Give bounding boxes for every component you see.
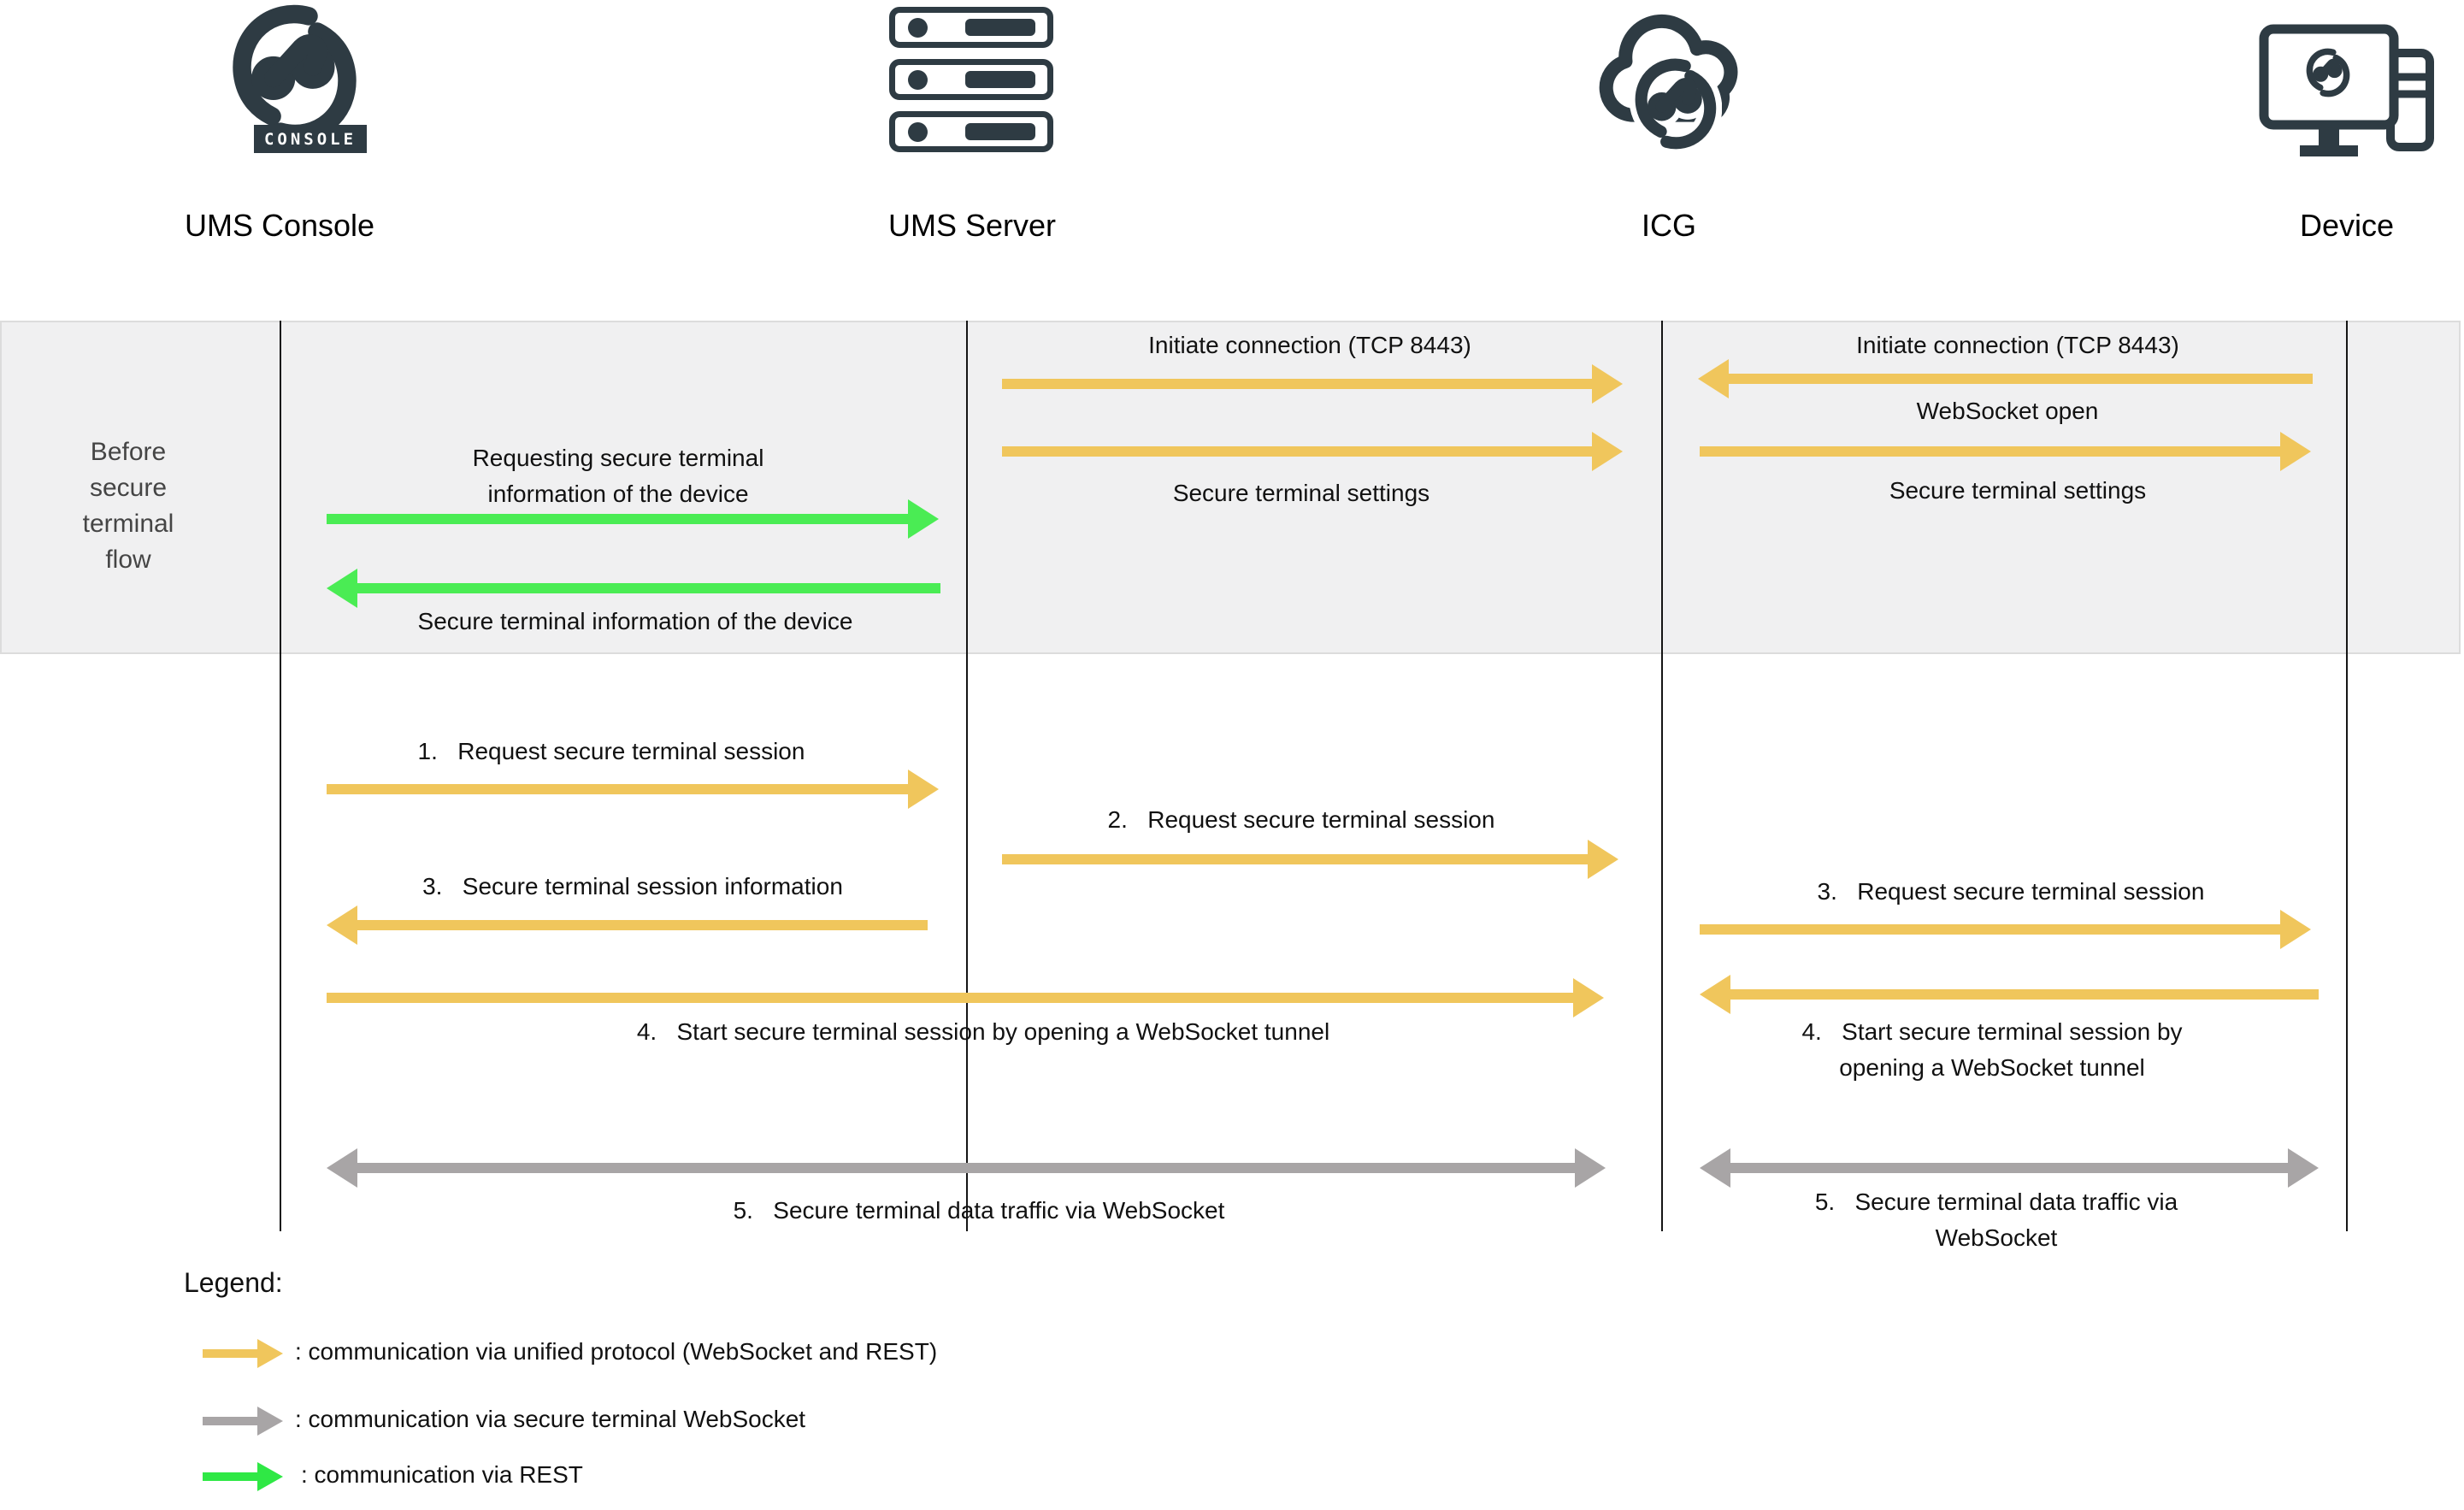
message-label-step4-right: 4. Start secure terminal session by open… — [1801, 1018, 2183, 1081]
arrow-initiate-connection-server-icg — [1002, 364, 1623, 404]
arrow-step4-console-icg — [327, 978, 1604, 1017]
message-label-step4-left: 4. Start secure terminal session by open… — [636, 1018, 1330, 1045]
message-label-websocket-open: WebSocket open — [1916, 398, 2099, 424]
arrow-secure-terminal-info — [327, 569, 940, 608]
actor-label-ums-console: UMS Console — [184, 208, 375, 243]
message-label-secure-terminal-settings-server-icg: Secure terminal settings — [1172, 480, 1430, 506]
legend-gray-arrow-icon — [203, 1407, 283, 1436]
legend-title: Legend: — [184, 1267, 283, 1298]
message-label-step2: 2. Request secure terminal session — [1107, 806, 1495, 833]
lifeline-ums-server — [966, 321, 968, 1231]
arrow-step5-device-icg — [1700, 1148, 2319, 1188]
legend-item-unified-protocol: : communication via unified protocol (We… — [295, 1338, 938, 1365]
message-label-step5-right: 5. Secure terminal data traffic via WebS… — [1814, 1189, 2178, 1251]
message-label-step1: 1. Request secure terminal session — [417, 738, 805, 764]
legend-item-rest: : communication via REST — [301, 1461, 583, 1488]
message-label-initiate-connection-server-icg: Initiate connection (TCP 8443) — [1148, 332, 1471, 358]
actor-label-ums-server: UMS Server — [887, 208, 1057, 243]
message-label-initiate-connection-device-icg: Initiate connection (TCP 8443) — [1856, 332, 2179, 358]
arrow-initiate-connection-device-icg — [1698, 359, 2313, 398]
arrow-step4-device-icg — [1700, 975, 2319, 1014]
actor-label-icg: ICG — [1641, 208, 1697, 243]
arrow-step1-console-server — [327, 770, 939, 809]
message-label-requesting-secure-terminal-info: Requesting secure terminal information o… — [472, 445, 764, 507]
message-label-step3-left: 3. Secure terminal session information — [422, 873, 843, 900]
legend-item-secure-terminal-websocket: : communication via secure terminal WebS… — [295, 1406, 806, 1432]
message-label-secure-terminal-info: Secure terminal information of the devic… — [417, 608, 853, 634]
lifeline-device — [2346, 321, 2348, 1231]
arrow-step2-server-icg — [1002, 840, 1618, 879]
server-rack-icon — [889, 7, 1053, 163]
arrow-step3-icg-device — [1700, 910, 2311, 949]
device-monitor-icon — [2259, 24, 2434, 156]
phase-label: Before secure terminal flow — [82, 438, 174, 574]
legend-green-arrow-icon — [203, 1462, 283, 1491]
ums-console-logo-icon — [224, 3, 365, 145]
lifeline-ums-console — [280, 321, 281, 1231]
message-label-secure-terminal-settings-icg-device: Secure terminal settings — [1889, 477, 2147, 504]
arrow-secure-terminal-settings-server-icg — [1002, 432, 1623, 471]
lifeline-icg — [1661, 321, 1663, 1231]
legend-yellow-arrow-icon — [203, 1339, 283, 1368]
arrow-step5-console-icg — [327, 1148, 1606, 1188]
arrow-step3-server-console — [327, 905, 928, 945]
arrow-websocket-open-icg-device — [1700, 432, 2311, 471]
arrow-requesting-secure-terminal-info — [327, 499, 939, 539]
icg-cloud-icon — [1599, 14, 1738, 168]
message-label-step5-left: 5. Secure terminal data traffic via WebS… — [733, 1197, 1225, 1224]
actor-label-device: Device — [2299, 208, 2395, 243]
console-badge: CONSOLE — [254, 125, 367, 153]
message-label-step3-right: 3. Request secure terminal session — [1817, 878, 2205, 905]
